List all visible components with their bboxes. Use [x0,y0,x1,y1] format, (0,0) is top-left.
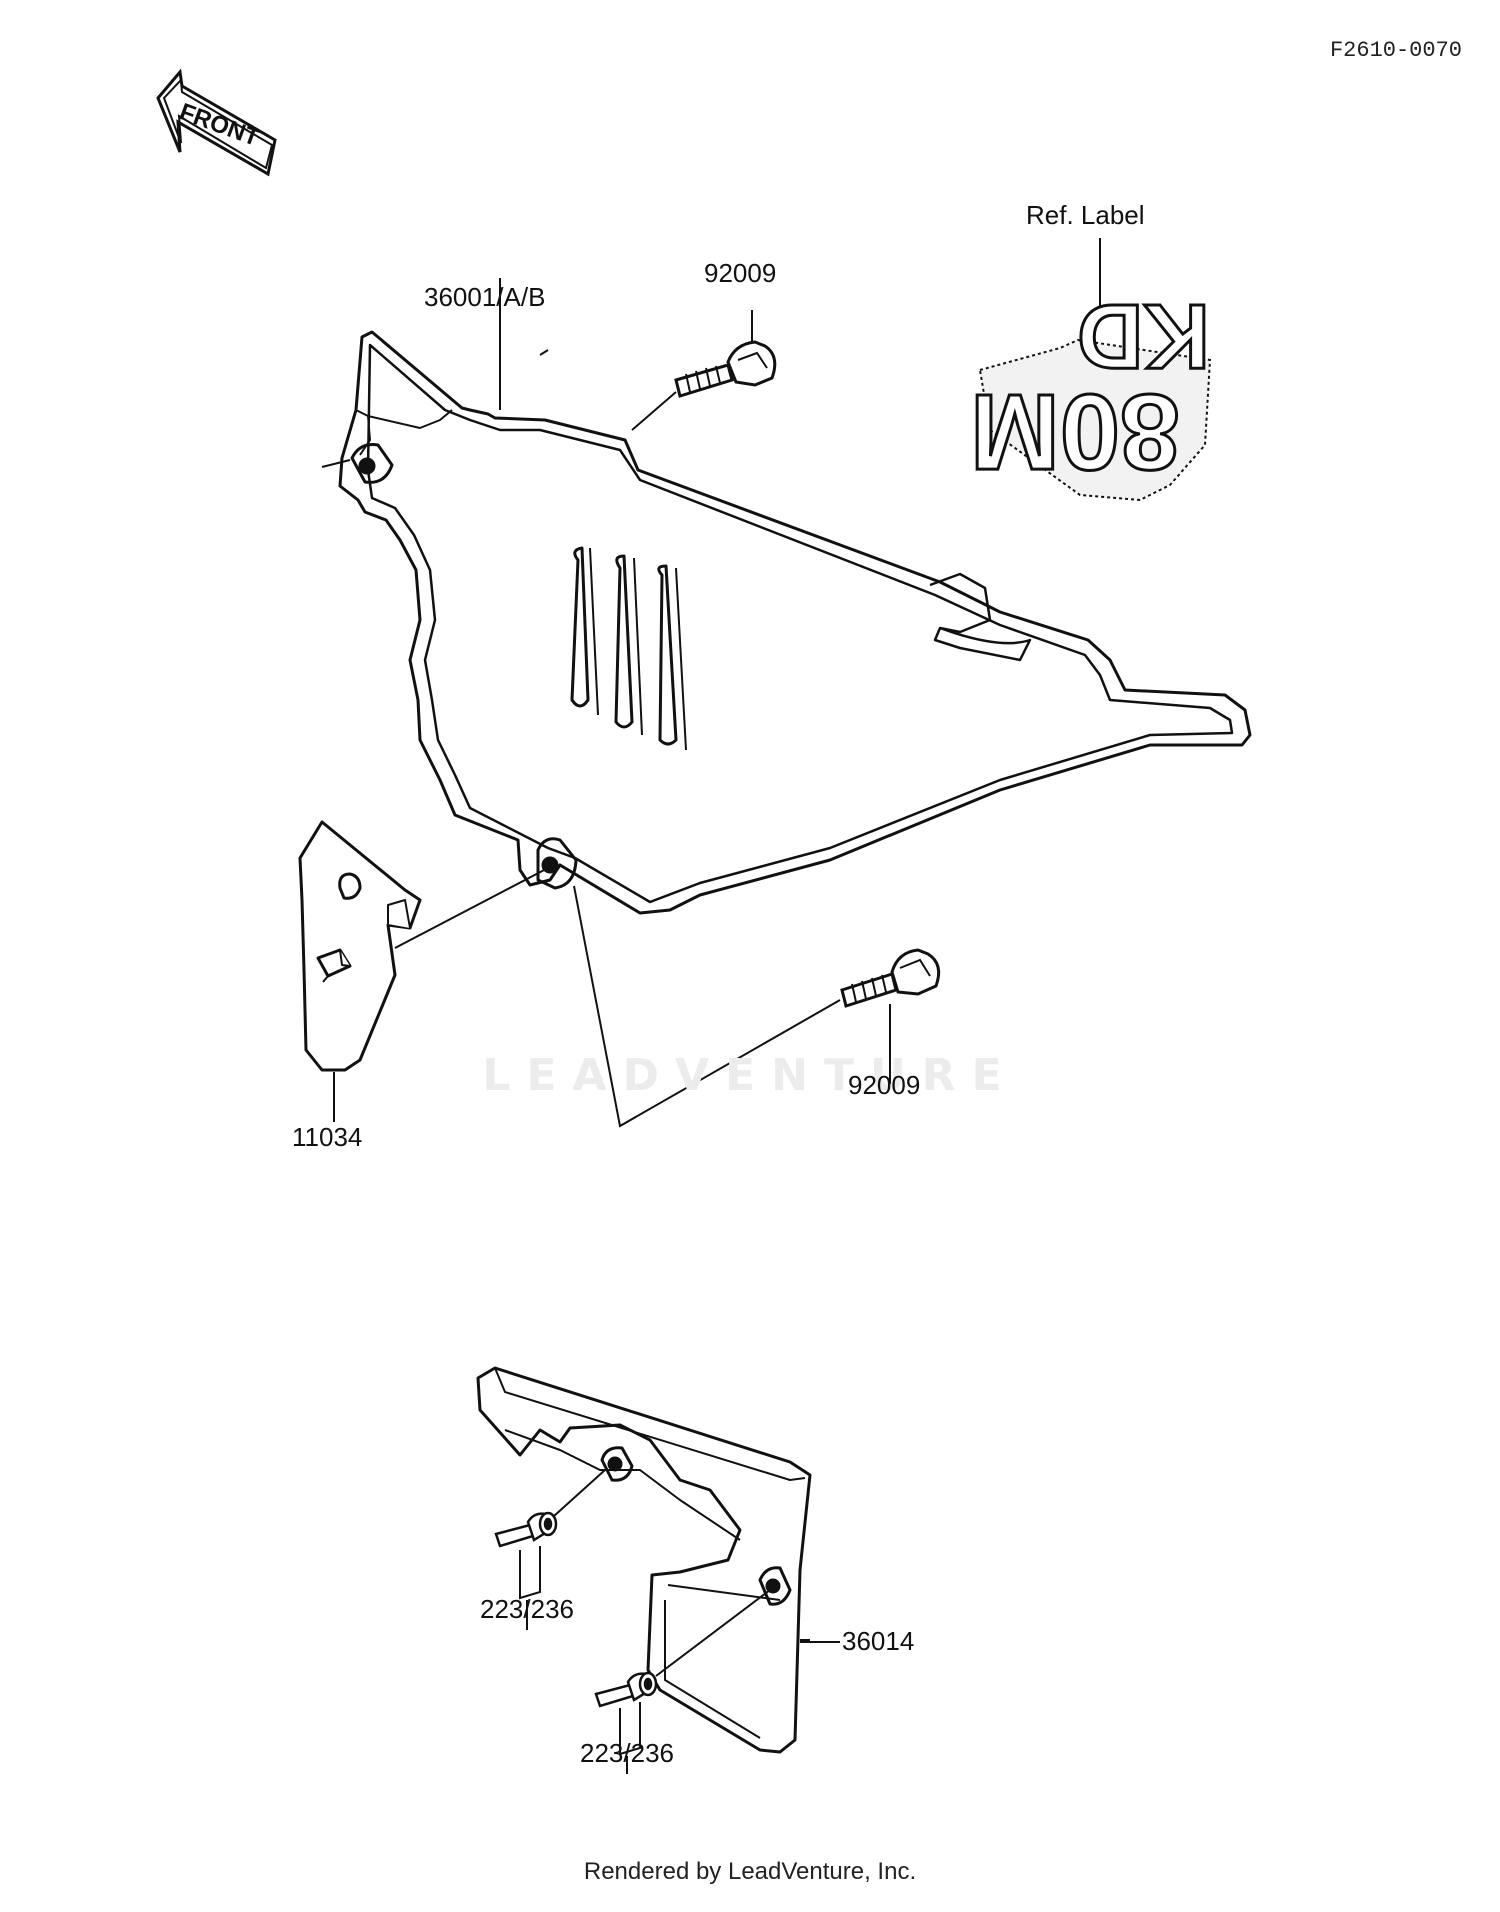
chain-cover-36001 [321,330,1252,915]
svg-text:80M: 80M [970,372,1180,493]
screw-223-236-lower-icon [594,1589,771,1774]
svg-text:KD: KD [1077,285,1210,387]
bracket-11034 [298,820,422,1072]
callout-223-236-upper: 223/236 [480,1594,574,1624]
watermark: LEADVENTURE [482,1050,1018,1101]
kd-80m-decal-icon: KD 80M [968,284,1212,502]
callout-36001: 36001/A/B [424,282,546,312]
footer-credit: Rendered by LeadVenture, Inc. [583,1858,917,1885]
callout-36014: 36014 [842,1626,915,1656]
front-arrow-icon: FRONT [156,68,277,177]
callout-92009-bottom: 92009 [848,1070,921,1100]
callout-11034: 11034 [292,1122,363,1152]
leader-lines [333,238,1101,1128]
callout-223-236-lower: 223/236 [580,1738,674,1768]
diagram-code: F2610-0070 [1329,38,1462,63]
screw-223-236-upper-icon [494,1469,606,1630]
bolt-92009-bottom-icon [840,948,941,1008]
ref-label-text: Ref. Label [1026,200,1145,230]
callout-92009-top: 92009 [704,258,777,288]
bolt-92009-top-icon [631,340,777,431]
